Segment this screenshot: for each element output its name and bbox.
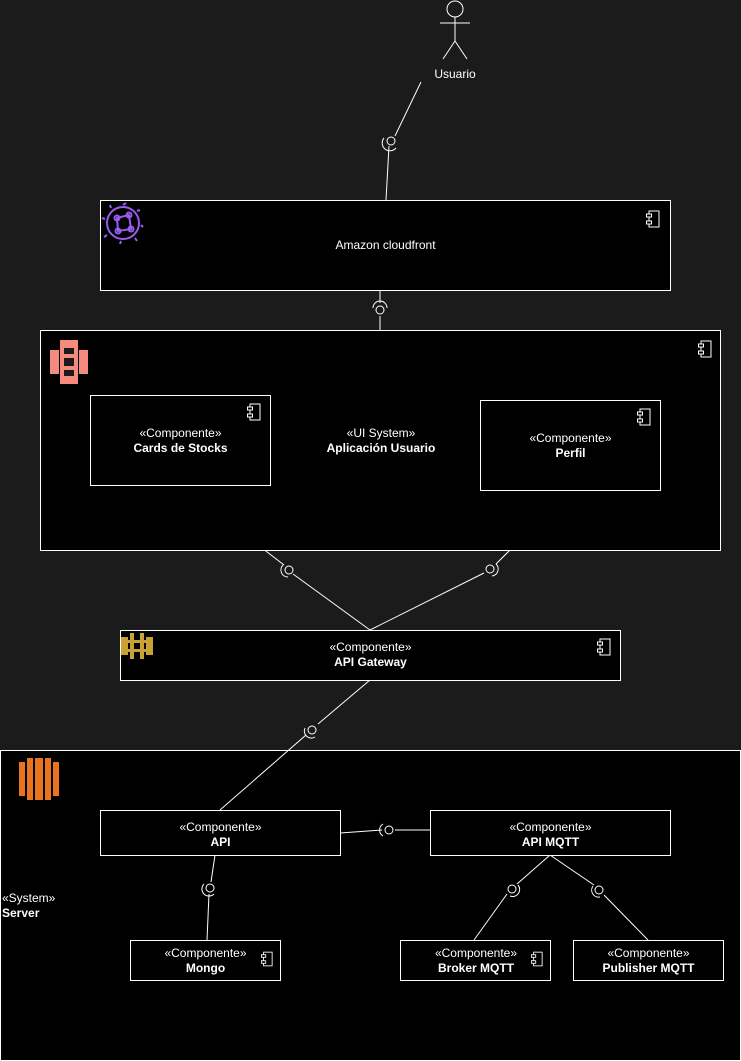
mongo-name: Mongo (185, 961, 226, 975)
publisher-mqtt-component[interactable]: «Componente» Publisher MQTT (573, 940, 724, 981)
actor-label: Usuario (434, 67, 476, 81)
connector-apimqtt-publisher (549, 854, 595, 886)
api-component[interactable]: «Componente» API (100, 810, 341, 856)
perfil-stereotype: «Componente» (529, 431, 612, 445)
publisher-mqtt-name: Publisher MQTT (602, 961, 695, 975)
broker-mqtt-label: «Componente» Broker MQTT (401, 946, 551, 976)
ec2-icon (19, 758, 59, 800)
mongo-stereotype: «Componente» (164, 946, 247, 960)
api-label: «Componente» API (101, 820, 340, 850)
cards-name: Cards de Stocks (133, 441, 228, 455)
api-mqtt-label: «Componente» API MQTT (431, 820, 670, 850)
api-mqtt-name: API MQTT (521, 835, 580, 849)
server-stereotype: «System» (2, 891, 56, 905)
api-gateway-name: API Gateway (334, 655, 407, 669)
api-gateway-stereotype: «Componente» (329, 640, 412, 654)
publisher-mqtt-label: «Componente» Publisher MQTT (574, 946, 723, 976)
mongo-component[interactable]: «Componente» Mongo (130, 940, 281, 981)
api-name: API (210, 835, 231, 849)
connector-gateway-api (317, 679, 371, 725)
server-system (0, 750, 741, 1061)
ui-system-stereotype: «UI System» (346, 426, 416, 440)
connector-user-cloudfront (394, 81, 422, 137)
perfil-name: Perfil (555, 446, 586, 460)
actor-figure (440, 0, 470, 60)
broker-mqtt-stereotype: «Componente» (434, 946, 518, 960)
mongo-label: «Componente» Mongo (131, 946, 280, 976)
cards-component[interactable]: «Componente» Cards de Stocks (90, 395, 271, 486)
interface-symbol (201, 136, 604, 898)
cloudfront-box[interactable]: Amazon cloudfront (100, 200, 671, 291)
api-gateway-component[interactable]: «Componente» API Gateway (120, 630, 621, 681)
ui-system-name: Aplicación Usuario (326, 441, 436, 455)
perfil-component[interactable]: «Componente» Perfil (480, 400, 661, 491)
component-icon (646, 210, 660, 228)
cards-stereotype: «Componente» (139, 426, 222, 440)
broker-mqtt-name: Broker MQTT (437, 961, 514, 975)
api-mqtt-component[interactable]: «Componente» API MQTT (430, 810, 671, 856)
server-label: «System» Server (2, 891, 55, 921)
publisher-mqtt-stereotype: «Componente» (607, 946, 690, 960)
component-icon (531, 951, 543, 967)
perfil-label: «Componente» Perfil (481, 431, 660, 461)
component-icon (247, 403, 261, 421)
api-stereotype: «Componente» (179, 820, 262, 834)
api-mqtt-stereotype: «Componente» (509, 820, 592, 834)
cloudfront-icon (101, 202, 144, 245)
cloudfront-title: Amazon cloudfront (335, 238, 436, 252)
connector-apimqtt-broker (516, 854, 551, 885)
component-icon (261, 951, 273, 967)
component-icon (637, 408, 651, 426)
connector-api-apimqtt (339, 829, 383, 834)
api-gateway-label: «Componente» API Gateway (121, 640, 620, 670)
connector-api-mongo (210, 854, 216, 883)
api-gateway-icon (121, 633, 153, 659)
server-name: Server (2, 906, 40, 920)
component-icon (597, 638, 611, 656)
broker-mqtt-component[interactable]: «Componente» Broker MQTT (400, 940, 551, 981)
ui-system-label: «UI System» Aplicación Usuario (301, 426, 461, 456)
s3-bucket-icon (50, 340, 88, 384)
component-icon (698, 340, 712, 358)
cards-label: «Componente» Cards de Stocks (91, 426, 270, 456)
